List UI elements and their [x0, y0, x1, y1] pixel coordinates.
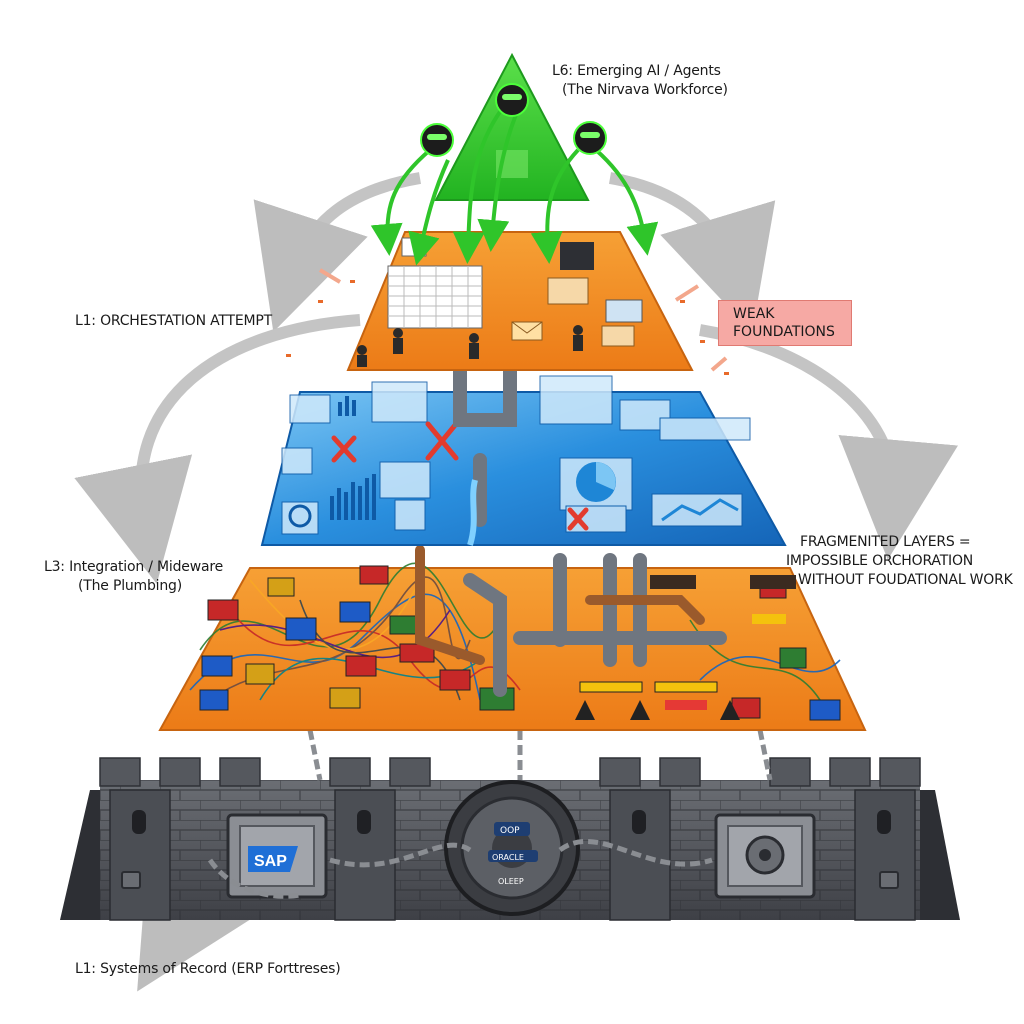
robot-agent-icon	[573, 121, 607, 155]
label-fragmented-2: IMPOSSIBLE ORCHORATION	[786, 553, 974, 569]
label-l6-title: L6: Emerging AI / Agents	[552, 63, 721, 79]
svg-text:ORACLE: ORACLE	[492, 853, 524, 862]
svg-text:SAP: SAP	[254, 853, 287, 870]
svg-text:OLEEP: OLEEP	[498, 877, 524, 886]
label-orchestration: L1: ORCHESTATION ATTEMPT	[75, 313, 273, 329]
svg-text:OOP: OOP	[500, 826, 520, 836]
ai-agents-layer	[370, 52, 659, 266]
integration-layer	[158, 545, 867, 731]
label-l3-title: L3: Integration / Mideware	[44, 559, 223, 575]
robot-agent-icon	[420, 123, 454, 157]
arrow-left-loop	[74, 314, 361, 584]
arrow-top-left	[253, 172, 422, 333]
sap-logo-icon: SAP	[248, 846, 298, 872]
data-layer	[260, 363, 787, 546]
label-l1-systems: L1: Systems of Record (ERP Forttreses)	[75, 961, 341, 977]
weak-foundations-callout: WEAK FOUNDATIONS	[718, 300, 852, 346]
label-fragmented-3: WITHOUT FOUDATIONAL WORK	[798, 572, 1013, 588]
erp-fortress: SAP OOP ORACLE OLEEP	[60, 729, 960, 921]
label-l3-subtitle: (The Plumbing)	[78, 578, 182, 594]
callout-line-1: WEAK	[733, 306, 775, 322]
orchestration-layer	[286, 231, 729, 375]
robot-agent-icon	[495, 83, 529, 117]
label-fragmented-1: FRAGMENITED LAYERS =	[800, 534, 971, 550]
arrow-top-right	[608, 172, 776, 333]
callout-line-2: FOUNDATIONS	[733, 324, 835, 340]
label-l6-subtitle: (The Nirvava Workforce)	[562, 82, 728, 98]
